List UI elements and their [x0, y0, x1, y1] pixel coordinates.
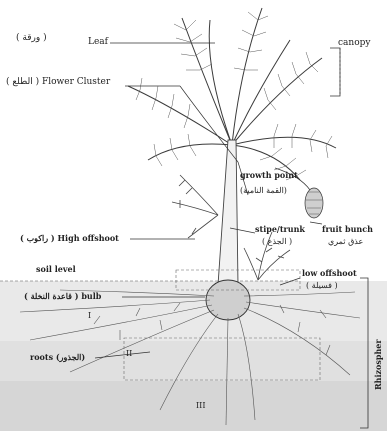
canopy-label: canopy — [338, 38, 371, 48]
soil-level-label: soil level — [36, 264, 76, 274]
fruit-bunch-label-ar: عذق ثمري — [328, 237, 363, 246]
soil-zone-deep — [0, 381, 387, 431]
zone-3-label: III — [196, 401, 205, 410]
high-offshoot — [172, 175, 218, 238]
roots-label: roots (الجذور) — [30, 352, 85, 363]
growth-point-label-ar: (القمة النامية) — [240, 186, 287, 195]
zone-1-label: I — [88, 311, 91, 320]
growth-point-label: growth point — [240, 170, 298, 180]
stipe-trunk-label-ar: ( الجذع ) — [262, 237, 292, 246]
stipe-trunk-label: stipe/trunk — [255, 224, 305, 234]
leaf-label-ar: ( ورقة ) — [16, 32, 47, 43]
high-offshoot-label: ( راكوب ) High offshoot — [20, 233, 119, 244]
flower-cluster-label: ( الطلع ) Flower Cluster — [6, 76, 111, 87]
bulb — [206, 280, 250, 320]
rhizosphere-label: Rhizospher — [373, 339, 383, 390]
low-offshoot-label-ar: ( فسيلة ) — [306, 281, 338, 290]
trunk — [218, 140, 238, 285]
fruit-bunch-label: fruit bunch — [322, 224, 373, 234]
canopy-bracket — [330, 48, 340, 96]
leaf-label: Leaf — [88, 37, 109, 47]
low-offshoot-label: low offshoot — [302, 268, 357, 278]
zone-2-label: II — [126, 349, 132, 358]
bulb-label: ( قاعدة النخلة ) bulb — [24, 291, 102, 301]
